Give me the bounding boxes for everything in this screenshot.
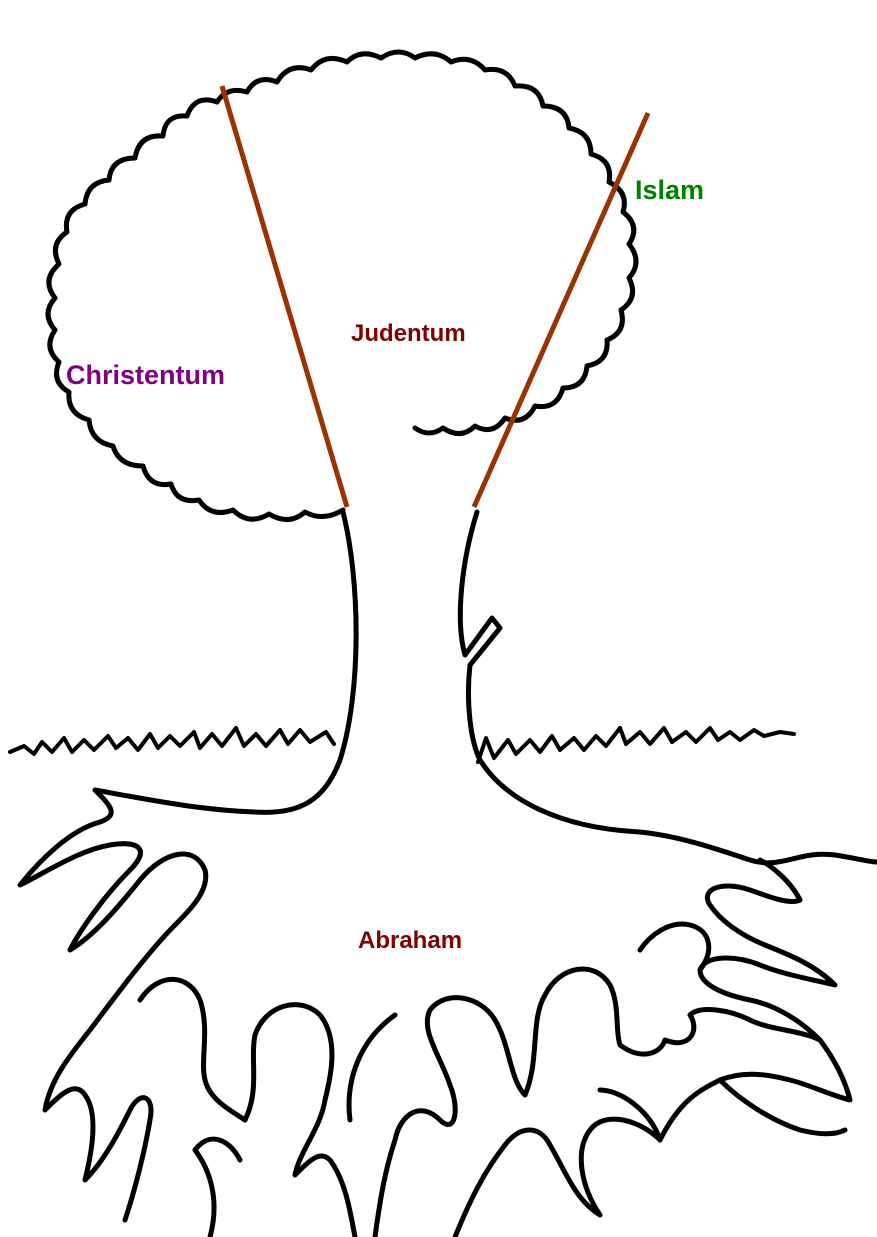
- label-abraham: Abraham: [358, 927, 462, 954]
- label-islam: Islam: [635, 175, 704, 205]
- tree-crown-outline: [48, 52, 636, 520]
- roots-outline: [20, 790, 877, 1237]
- label-judaism: Judentum: [351, 320, 466, 347]
- label-christianity: Christentum: [66, 360, 225, 390]
- trunk-left-outline: [255, 512, 356, 812]
- trunk-right-outline: [460, 512, 640, 832]
- divider-left: [222, 86, 347, 507]
- grass-left: [10, 728, 334, 754]
- grass-right: [478, 728, 794, 762]
